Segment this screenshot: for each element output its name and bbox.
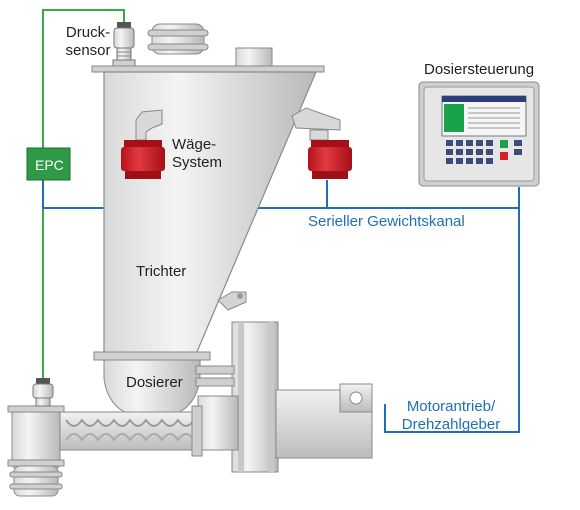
- feeder-label: Dosierer: [126, 374, 183, 391]
- serial-channel-label: Serieller Gewichtskanal: [308, 213, 465, 230]
- discharge-outlet: [7, 405, 65, 497]
- controller-unit: [418, 81, 540, 187]
- motor-label-line2: Drehzahlgeber: [401, 416, 501, 433]
- load-cell-right: [308, 129, 352, 179]
- motor: [197, 383, 373, 459]
- motor-label-line1: Motorantrieb/: [406, 398, 496, 415]
- hopper-side-bracket: [217, 291, 247, 311]
- pressure-line: [42, 9, 125, 378]
- hopper-label: Trichter: [136, 263, 187, 280]
- pressure-sensor-label-line2: sensor: [65, 42, 111, 59]
- screw-conveyor: [57, 405, 203, 457]
- weighing-system-label-line1: Wäge-: [172, 136, 217, 153]
- pressure-sensor-bottom: [32, 378, 54, 407]
- hopper: [91, 65, 341, 355]
- drive-column: [195, 321, 279, 473]
- controller-label: Dosiersteuerung: [424, 61, 535, 78]
- hopper-inlet: [147, 23, 273, 67]
- pressure-sensor-top: [112, 22, 136, 67]
- load-cell-left: [121, 109, 165, 179]
- epc-box: [26, 147, 71, 181]
- weighing-system-label-line2: System: [172, 154, 223, 171]
- pressure-sensor-label-line1: Druck-: [65, 24, 111, 41]
- epc-label: EPC: [35, 157, 64, 173]
